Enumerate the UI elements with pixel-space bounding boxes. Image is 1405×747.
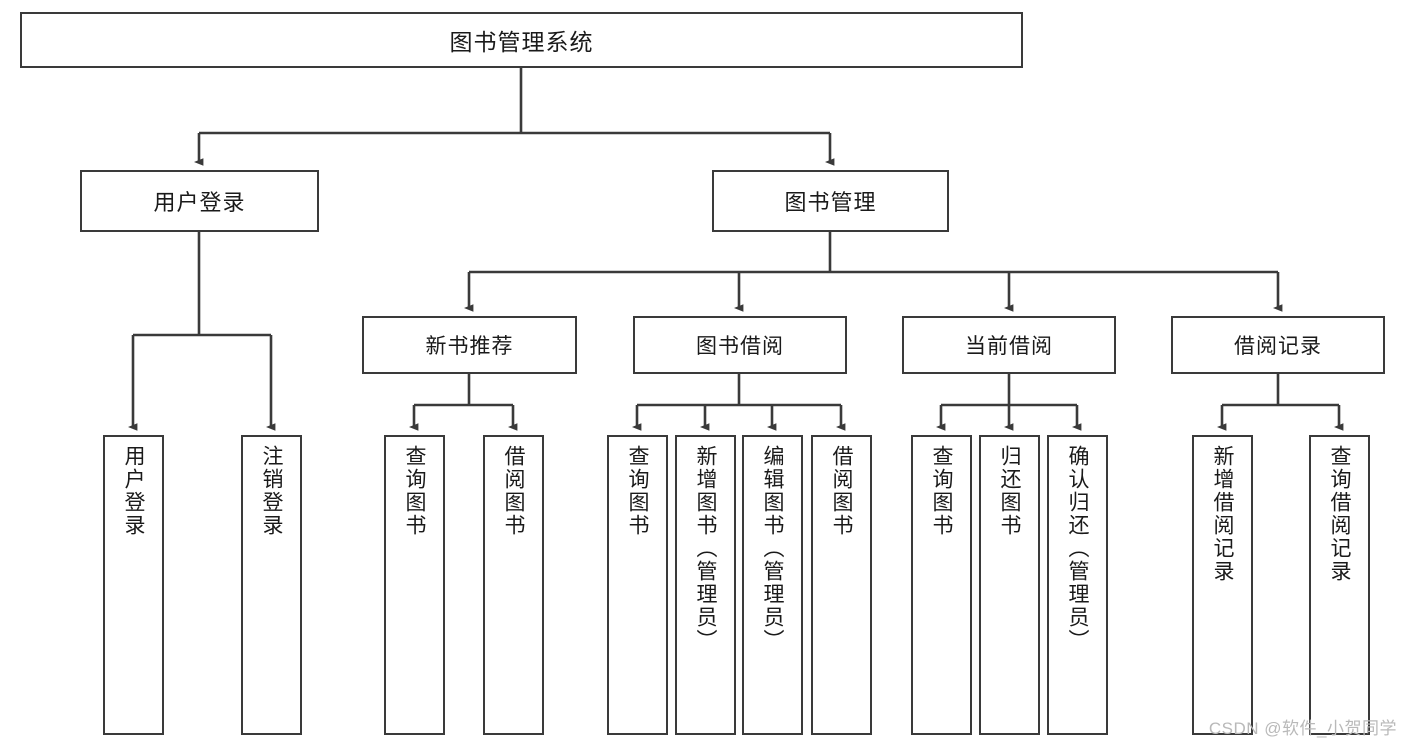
leaf-record-query-record-label: 查询借阅记录 — [1328, 445, 1351, 583]
leaf-record-add-record-label: 新增借阅记录 — [1211, 445, 1234, 583]
leaf-recommend-query-book-label: 查询图书 — [403, 445, 426, 537]
node-book-management[interactable]: 图书管理 — [712, 170, 949, 232]
node-user-login[interactable]: 用户登录 — [80, 170, 319, 232]
leaf-current-return-book-label: 归还图书 — [998, 445, 1021, 537]
node-new-book-recommend[interactable]: 新书推荐 — [362, 316, 577, 374]
node-root-label: 图书管理系统 — [449, 29, 594, 55]
node-book-borrow[interactable]: 图书借阅 — [633, 316, 847, 374]
node-new-book-recommend-label: 新书推荐 — [425, 335, 514, 358]
node-borrow-record-label: 借阅记录 — [1234, 335, 1322, 358]
leaf-current-confirm-return-label: 确认归还（管理员） — [1066, 445, 1089, 652]
leaf-recommend-borrow-book-label: 借阅图书 — [502, 445, 525, 537]
leaf-recommend-borrow-book[interactable]: 借阅图书 — [483, 435, 544, 735]
leaf-borrow-add-book[interactable]: 新增图书（管理员） — [675, 435, 736, 735]
leaf-borrow-edit-book[interactable]: 编辑图书（管理员） — [742, 435, 803, 735]
leaf-current-return-book[interactable]: 归还图书 — [979, 435, 1040, 735]
leaf-user-login-logout[interactable]: 注销登录 — [241, 435, 302, 735]
node-user-login-label: 用户登录 — [153, 190, 246, 215]
leaf-current-confirm-return[interactable]: 确认归还（管理员） — [1047, 435, 1108, 735]
leaf-borrow-borrow-book[interactable]: 借阅图书 — [811, 435, 872, 735]
watermark-text: CSDN @软件_小贺同学 — [1208, 719, 1397, 738]
leaf-user-login-logout-label: 注销登录 — [260, 445, 283, 537]
node-book-management-label: 图书管理 — [784, 190, 877, 215]
leaf-recommend-query-book[interactable]: 查询图书 — [384, 435, 445, 735]
node-root[interactable]: 图书管理系统 — [20, 12, 1023, 68]
leaf-user-login-login-label: 用户登录 — [122, 445, 145, 537]
leaf-current-query-book[interactable]: 查询图书 — [911, 435, 972, 735]
leaf-user-login-login[interactable]: 用户登录 — [103, 435, 164, 735]
leaf-borrow-query-book-label: 查询图书 — [626, 445, 649, 537]
node-borrow-record[interactable]: 借阅记录 — [1171, 316, 1385, 374]
leaf-record-query-record[interactable]: 查询借阅记录 — [1309, 435, 1370, 735]
leaf-record-add-record[interactable]: 新增借阅记录 — [1192, 435, 1253, 735]
node-book-borrow-label: 图书借阅 — [696, 335, 784, 358]
leaf-borrow-query-book[interactable]: 查询图书 — [607, 435, 668, 735]
node-current-borrow-label: 当前借阅 — [965, 335, 1053, 358]
leaf-borrow-add-book-label: 新增图书（管理员） — [694, 445, 717, 652]
leaf-borrow-edit-book-label: 编辑图书（管理员） — [761, 445, 784, 652]
leaf-current-query-book-label: 查询图书 — [930, 445, 953, 537]
node-current-borrow[interactable]: 当前借阅 — [902, 316, 1116, 374]
leaf-borrow-borrow-book-label: 借阅图书 — [830, 445, 853, 537]
